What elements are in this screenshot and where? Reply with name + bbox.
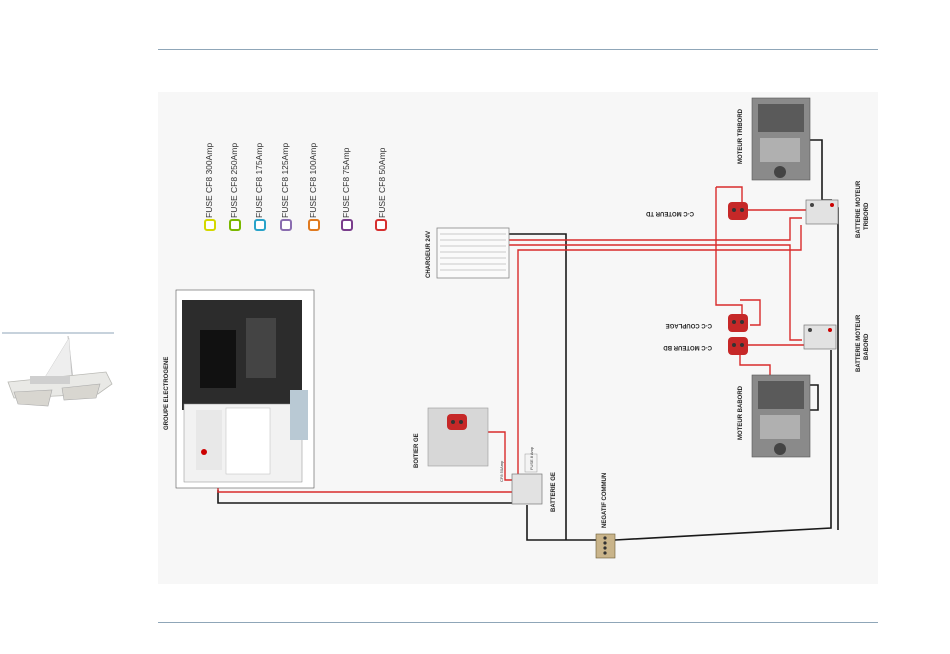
fuse-swatch-icon [280, 219, 292, 231]
generator-battery-label: BATTERIE GE [551, 472, 557, 512]
battery-tribord-label-2: TRIBORD [864, 202, 870, 230]
switch-bd-label: C-C MOTEUR BD [663, 344, 712, 350]
legend-item: FUSE CF8 175Amp [254, 143, 266, 231]
generator-box-label: BOITIER GE [414, 433, 420, 468]
fuse-swatch-icon [341, 219, 353, 231]
charger-label: CHARGEUR 24V [426, 231, 432, 278]
fuse-swatch-icon [254, 219, 266, 231]
legend-item: FUSE CF8 300Amp [204, 143, 216, 231]
legend-item: FUSE CF8 250Amp [229, 143, 241, 231]
legend-item: FUSE CF8 50Amp [375, 147, 387, 231]
battery-babord-label-2: BABORD [864, 333, 870, 360]
legend-label: FUSE CF8 125Amp [280, 143, 290, 218]
top-rule [158, 49, 878, 50]
legend-label: FUSE CF8 175Amp [254, 143, 264, 218]
engine-tribord-label: MOTEUR TRIBORD [738, 108, 744, 164]
small-fuse-label-2: CF8 50Amp [499, 460, 504, 482]
switch-moteur-bd: C-C MOTEUR BD [663, 337, 748, 355]
legend-label: FUSE CF8 300Amp [204, 143, 214, 218]
fuse-swatch-icon [375, 219, 387, 231]
common-negative-bus: NEGATIF COMMUN [595, 473, 616, 559]
fuse-swatch-icon [308, 219, 320, 231]
engine-babord-label: MOTEUR BABORD [738, 385, 744, 440]
switch-moteur-td: C-C MOTEUR TD [645, 202, 748, 220]
bottom-rule [158, 622, 878, 623]
battery-babord: BATTERIE MOTEUR BABORD [803, 314, 870, 372]
legend-item: FUSE CF8 125Amp [280, 143, 292, 231]
legend-label: FUSE CF8 100Amp [308, 143, 318, 218]
fuse-swatch-icon [204, 219, 216, 231]
fuse-swatch-icon [229, 219, 241, 231]
switch-couplage: C-C COUPLAGE [666, 314, 748, 332]
legend-label: FUSE CF8 75Amp [341, 147, 351, 218]
legend-label: FUSE CF8 250Amp [229, 143, 239, 218]
legend-label: FUSE CF8 50Amp [377, 147, 387, 218]
engine-tribord: MOTEUR TRIBORD [738, 97, 811, 181]
generator-set: GROUPE ELECTROGENE [164, 289, 315, 489]
legend-item: FUSE CF8 100Amp [308, 143, 320, 231]
catamaran-image [2, 332, 114, 407]
common-negative-label: NEGATIF COMMUN [602, 473, 608, 528]
switch-td-label: C-C MOTEUR TD [645, 210, 694, 216]
generator-battery: FUSE 8 Amp CF8 50Amp BATTERIE GE [499, 446, 557, 512]
generator-box: BOITIER GE [414, 407, 489, 468]
battery-tribord-label-1: BATTERIE MOTEUR [856, 180, 862, 238]
generator-label: GROUPE ELECTROGENE [164, 357, 170, 430]
legend-item: FUSE CF8 75Amp [341, 147, 353, 231]
battery-tribord: BATTERIE MOTEUR TRIBORD [805, 180, 870, 238]
battery-babord-label-1: BATTERIE MOTEUR [856, 314, 862, 372]
small-fuse-label: FUSE 8 Amp [529, 446, 534, 470]
engine-babord: MOTEUR BABORD [738, 374, 811, 458]
switch-couplage-label: C-C COUPLAGE [666, 322, 712, 328]
charger-24v: CHARGEUR 24V [426, 227, 510, 279]
fuse-legend: FUSE CF8 300Amp FUSE CF8 250Amp FUSE CF8… [204, 143, 387, 231]
